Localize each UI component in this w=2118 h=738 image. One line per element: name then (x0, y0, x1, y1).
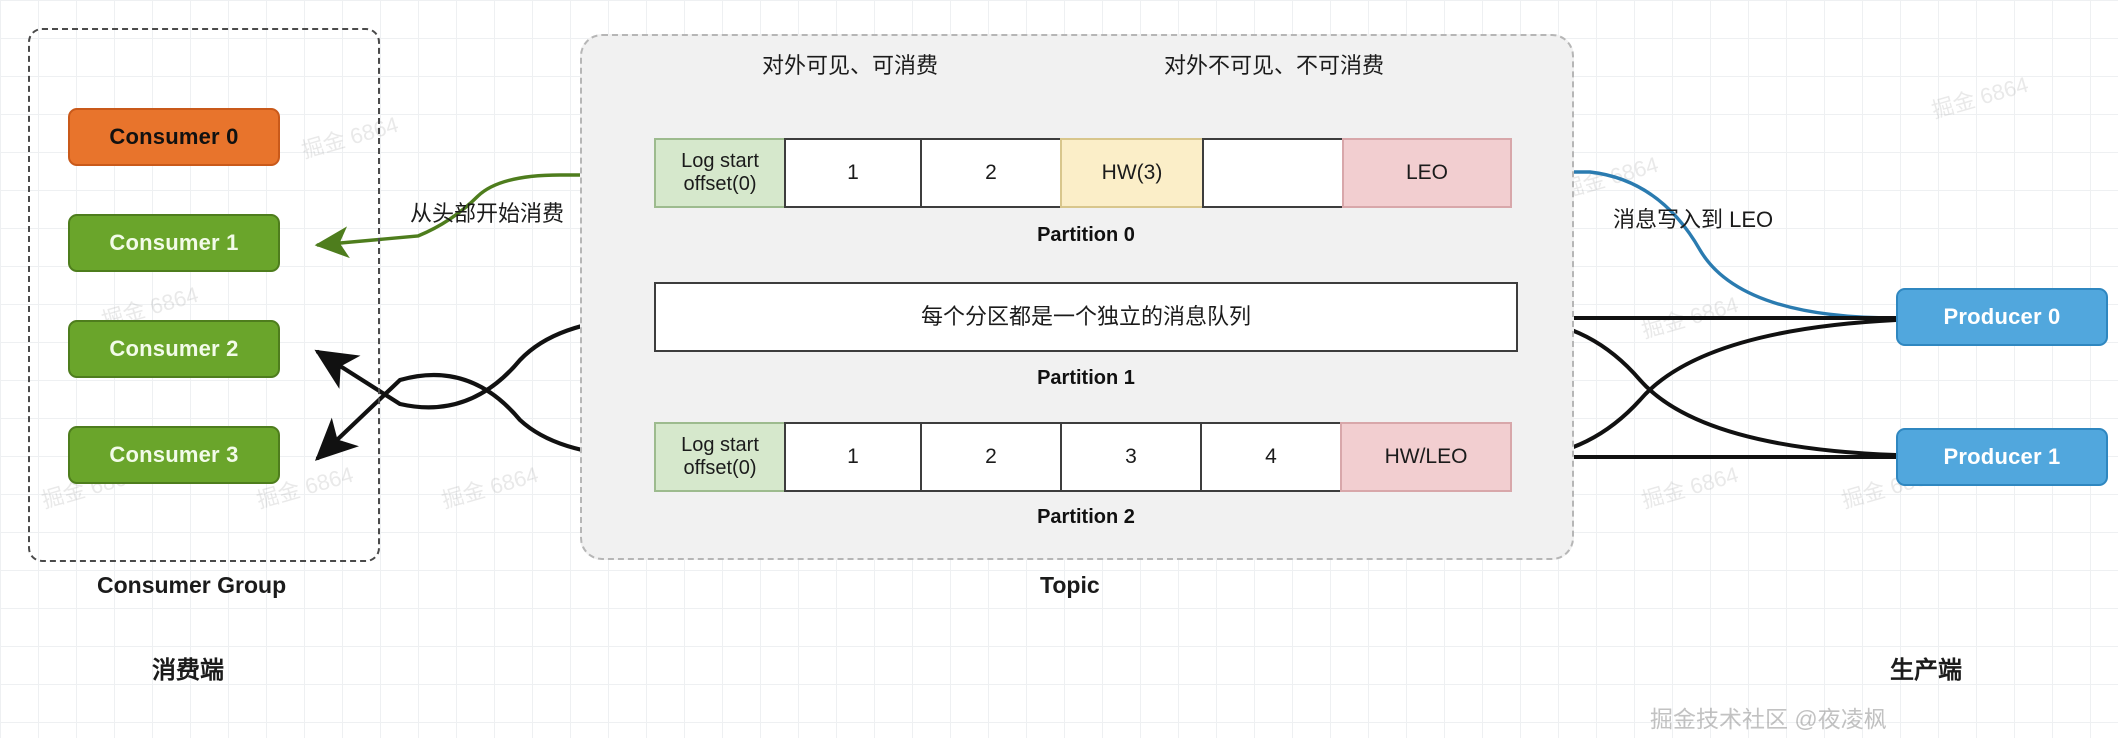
consumer-chip-1[interactable]: Consumer 1 (68, 214, 280, 272)
consumer-group-caption: Consumer Group (97, 572, 287, 598)
consumer-chip-2[interactable]: Consumer 2 (68, 320, 280, 378)
partition-cell-hw[interactable]: HW(3) (1060, 138, 1204, 208)
topic-caption: Topic (1040, 572, 1100, 598)
consumer-group-container (28, 28, 380, 562)
partition-name-1: Partition 1 (1037, 367, 1135, 389)
producer-chip-0[interactable]: Producer 0 (1896, 288, 2108, 346)
producer-label: Producer 0 (1943, 304, 2061, 329)
partition-name-2: Partition 2 (1037, 506, 1135, 528)
consumer-label: Consumer 3 (109, 442, 239, 467)
partition-cell-message[interactable]: 1 (784, 422, 922, 492)
consumer-side-label: 消费端 (152, 657, 224, 684)
annotation-consume-from-head: 从头部开始消费 (410, 201, 565, 226)
partition-cell-note[interactable]: 每个分区都是一个独立的消息队列 (654, 282, 1518, 352)
partition-cell-message[interactable]: 3 (1060, 422, 1202, 492)
producer-chip-1[interactable]: Producer 1 (1896, 428, 2108, 486)
consumer-label: Consumer 2 (109, 336, 239, 361)
arrow-consume-from-head (314, 173, 656, 259)
arrow-producer0-to-partition2 (1518, 318, 1898, 460)
arrow-producer1-to-partition1 (1518, 318, 1898, 457)
producer-side-label: 生产端 (1890, 657, 1962, 684)
partition-cell-log-start[interactable]: Log start offset(0) (654, 422, 786, 492)
partition-name-0: Partition 0 (1037, 224, 1135, 246)
partition-strip-2: Log start offset(0) 1 2 3 4 HW/LEO (654, 422, 1518, 492)
consumer-label: Consumer 1 (109, 230, 239, 255)
bracket-label-visible: 对外可见、可消费 (762, 53, 939, 78)
partition-cell-leo[interactable]: LEO (1342, 138, 1512, 208)
consumer-chip-3[interactable]: Consumer 3 (68, 426, 280, 484)
partition-cell-message[interactable]: 1 (784, 138, 922, 208)
partition-strip-0: Log start offset(0) 1 2 HW(3) LEO (654, 138, 1518, 208)
partition-cell-message[interactable] (1202, 138, 1344, 208)
annotation-write-to-leo: 消息写入到 LEO (1613, 207, 1774, 232)
partition-cell-message[interactable]: 2 (920, 422, 1062, 492)
consumer-chip-0[interactable]: Consumer 0 (68, 108, 280, 166)
producer-label: Producer 1 (1943, 444, 2061, 469)
bracket-label-invisible: 对外不可见、不可消费 (1164, 53, 1385, 78)
partition-cell-hw-leo[interactable]: HW/LEO (1340, 422, 1512, 492)
partition-cell-log-start[interactable]: Log start offset(0) (654, 138, 786, 208)
partition-cell-message[interactable]: 2 (920, 138, 1062, 208)
consumer-label: Consumer 0 (109, 124, 239, 149)
footer-watermark: 掘金技术社区 @夜凌枫 (1650, 706, 1887, 732)
partition-cell-message[interactable]: 4 (1200, 422, 1342, 492)
arrow-write-to-leo (1514, 156, 1898, 320)
partition-strip-1: 每个分区都是一个独立的消息队列 (654, 282, 1518, 352)
